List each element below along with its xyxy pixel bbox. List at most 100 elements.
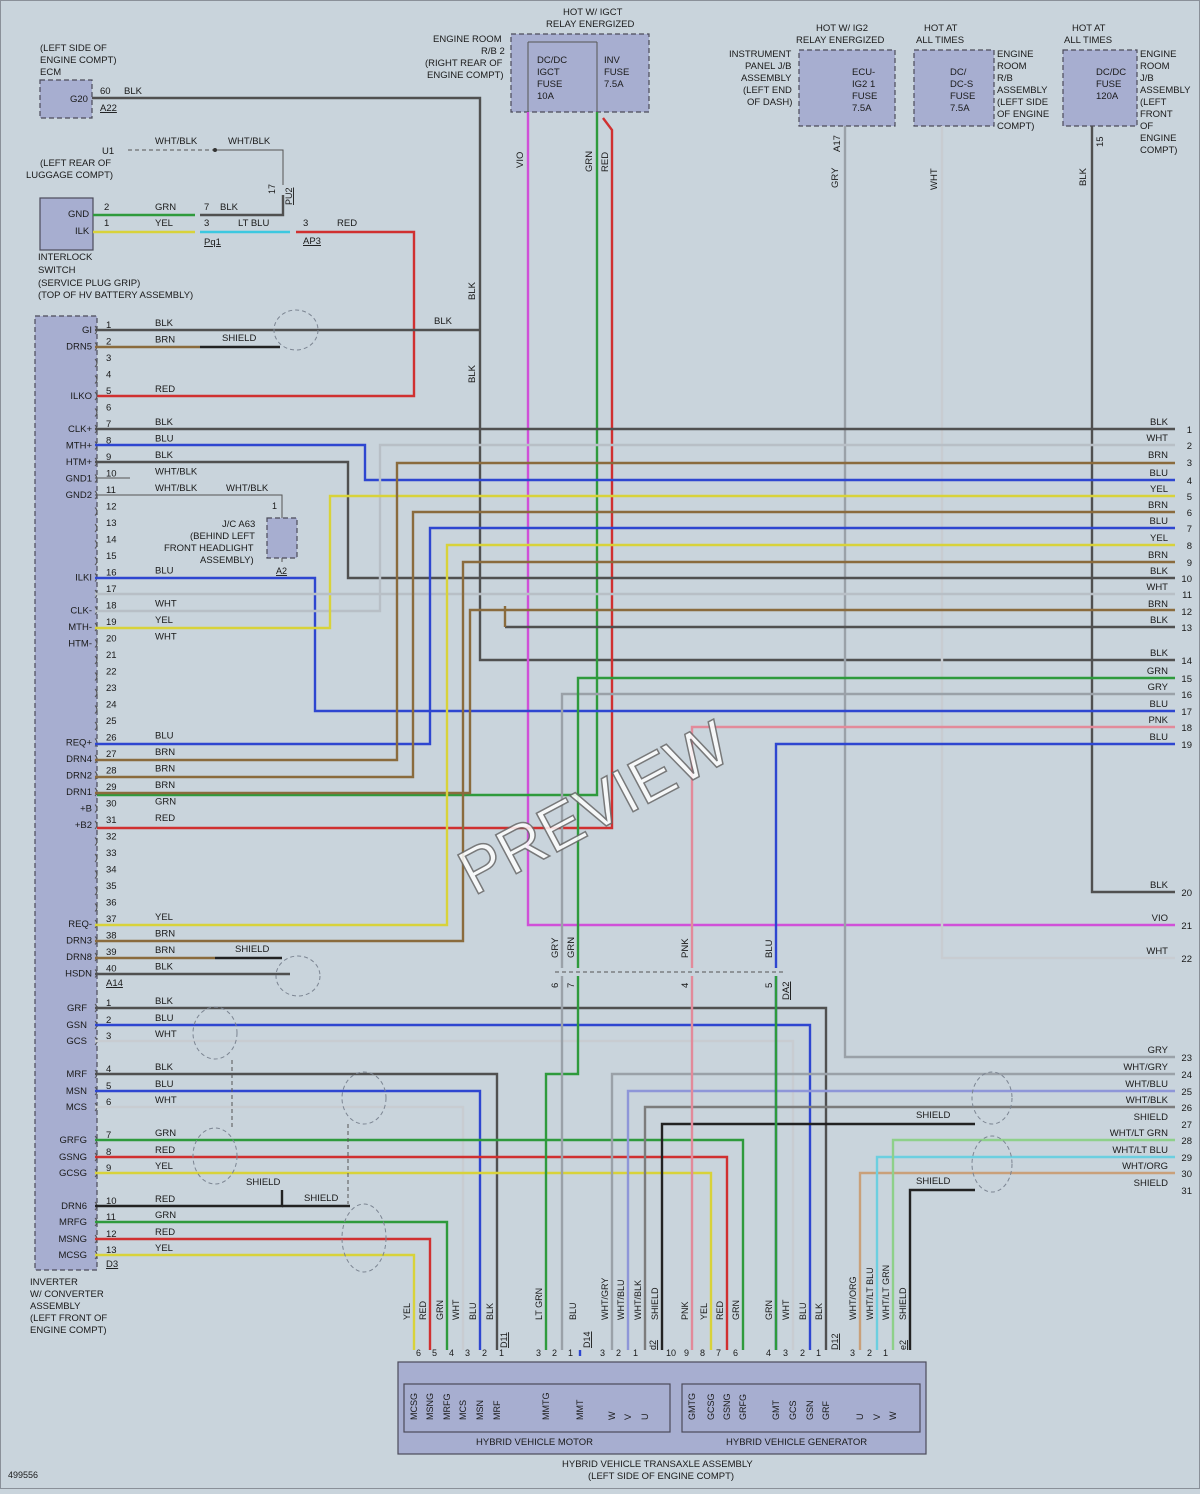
mth-wire	[95, 443, 1175, 482]
shield-label-3: SHIELD	[246, 1177, 280, 1188]
right-term-wire: BLK	[1150, 880, 1169, 891]
shield-label-5: SHIELD	[916, 1110, 950, 1121]
a14-pin-name: REQ-	[68, 919, 92, 930]
gi-blk-label: BLK	[434, 316, 453, 327]
relay3-head: HOT AT	[924, 23, 958, 34]
a14-pin-no: 14	[106, 535, 117, 546]
a14-pin-no: 35	[106, 881, 117, 892]
relay1-desc: ENGINE ROOM	[433, 34, 502, 45]
a14-pin-name: ILKI	[75, 573, 92, 584]
right-term-no: 6	[1187, 508, 1192, 519]
right-term-no: 25	[1181, 1087, 1192, 1098]
whtgry-wire	[610, 1072, 1175, 1350]
d12-wire: BLK	[814, 1303, 824, 1320]
gsng-wire	[95, 1155, 729, 1350]
fuse-dcdc-120-2: FUSE	[1096, 79, 1121, 90]
right-term-wire: BRN	[1148, 500, 1168, 511]
a14-pin-no: 13	[106, 518, 117, 529]
right-term-no: 23	[1181, 1053, 1192, 1064]
d3-pin-name: GSNG	[59, 1152, 87, 1163]
grfg-wire	[95, 1138, 745, 1350]
right-term-no: 14	[1181, 656, 1192, 667]
d3-pin-no: 2	[106, 1015, 111, 1026]
d12-wire: PNK	[680, 1301, 690, 1320]
gen-pin: W	[888, 1411, 898, 1420]
a14-pin-no: 3	[106, 353, 111, 364]
d14-wire: LT GRN	[534, 1288, 544, 1320]
jc-pin-top: 1	[272, 501, 277, 511]
gen-pin: GRFG	[738, 1394, 748, 1420]
jc-box	[266, 517, 298, 559]
d12-pin: 1	[883, 1348, 888, 1358]
fuse-dcdc-igct-4: 10A	[537, 91, 555, 102]
da2-pin-no: 7	[566, 983, 577, 988]
pin-mark	[94, 804, 98, 813]
blk2-label: BLK	[467, 281, 478, 300]
right-term-wire: SHIELD	[1134, 1178, 1168, 1189]
a14-wire-color: GRN	[155, 797, 176, 808]
grn-label: GRN	[584, 151, 595, 172]
relay1-desc-2: R/B 2	[481, 46, 505, 57]
right-term-no: 31	[1181, 1186, 1192, 1197]
ecm-label: ECM	[40, 67, 61, 78]
d12-pin: 8	[700, 1348, 705, 1358]
d14-wire: WHT/BLK	[633, 1280, 643, 1320]
ecm-wire: BLK	[124, 86, 143, 97]
right-term-wire: WHT/BLK	[1126, 1095, 1169, 1106]
pin-mark	[94, 820, 98, 830]
pin-mark	[94, 523, 98, 533]
blk-label: BLK	[1078, 167, 1089, 186]
da2-pnk-wire	[690, 725, 1175, 968]
d14-pin: 3	[600, 1348, 605, 1358]
htm-wire	[95, 460, 1175, 580]
a14-pin-name: DRN4	[66, 754, 92, 765]
right-term-no: 30	[1181, 1169, 1192, 1180]
right-term-no: 2	[1187, 441, 1192, 452]
d12-pin: 4	[766, 1348, 771, 1358]
d11-pin: 2	[482, 1348, 487, 1358]
jc-a63: J/C A63 (BEHIND LEFT FRONT HEADLIGHT ASS…	[95, 477, 298, 576]
a14-pin-no: 39	[106, 947, 117, 958]
u1-group: U1 (LEFT REAR OF LUGGAGE COMPT) WHT/BLK …	[26, 136, 294, 205]
drn1-wire	[95, 608, 1175, 795]
right-term-wire: GRN	[1147, 666, 1168, 677]
d3-pin-name: GSN	[66, 1020, 87, 1031]
relay4-desc-7: OF	[1140, 121, 1153, 132]
motor-pin: MMT	[575, 1399, 585, 1420]
d14-wire: WHT/GRY	[600, 1278, 610, 1320]
gen-pin: GMTG	[687, 1393, 697, 1420]
inverter-desc: INVERTER W/ CONVERTER ASSEMBLY (LEFT FRO…	[30, 1277, 107, 1336]
a14-wire-color: BLU	[155, 566, 174, 577]
fuse-ecu-ig2: ECU-	[852, 67, 875, 78]
a14-pin-name: DRN2	[66, 771, 92, 782]
pin-mark	[94, 408, 98, 417]
a14-wire-color: YEL	[155, 615, 173, 626]
a14-pin-no: 21	[106, 650, 117, 661]
relay2-box	[798, 49, 896, 127]
a14-wire-color: WHT	[155, 599, 177, 610]
msn-wire	[95, 1089, 482, 1350]
pin-mark	[94, 375, 98, 384]
a14-pin-no: 29	[106, 782, 117, 793]
fuse-dcdc-s-2: DC-S	[950, 79, 973, 90]
pin-mark	[94, 705, 98, 714]
a14-pin-no: 40	[106, 964, 117, 975]
right-term-no: 21	[1181, 921, 1192, 932]
a14-pin-name: CLK-	[70, 606, 92, 617]
fuse-dcdc-igct-3: FUSE	[537, 79, 562, 90]
da2-gry-wire	[560, 692, 1175, 968]
right-term-no: 27	[1181, 1120, 1192, 1131]
pin-mark	[94, 870, 98, 879]
right-term-no: 19	[1181, 740, 1192, 751]
d12-wire: BLU	[798, 1302, 808, 1320]
a14-pin-no: 23	[106, 683, 117, 694]
ecm-pin-g20: G20	[70, 94, 88, 105]
mrf-wire	[95, 1072, 499, 1350]
gen-pin: V	[872, 1414, 882, 1420]
a14-wire-color: BRN	[155, 335, 175, 346]
d3-wire-color: RED	[155, 1227, 175, 1238]
a14-pin-name: HTM-	[68, 639, 92, 650]
fuse-ecu-ig2-3: FUSE	[852, 91, 877, 102]
shield-ellipse-1	[273, 309, 319, 351]
